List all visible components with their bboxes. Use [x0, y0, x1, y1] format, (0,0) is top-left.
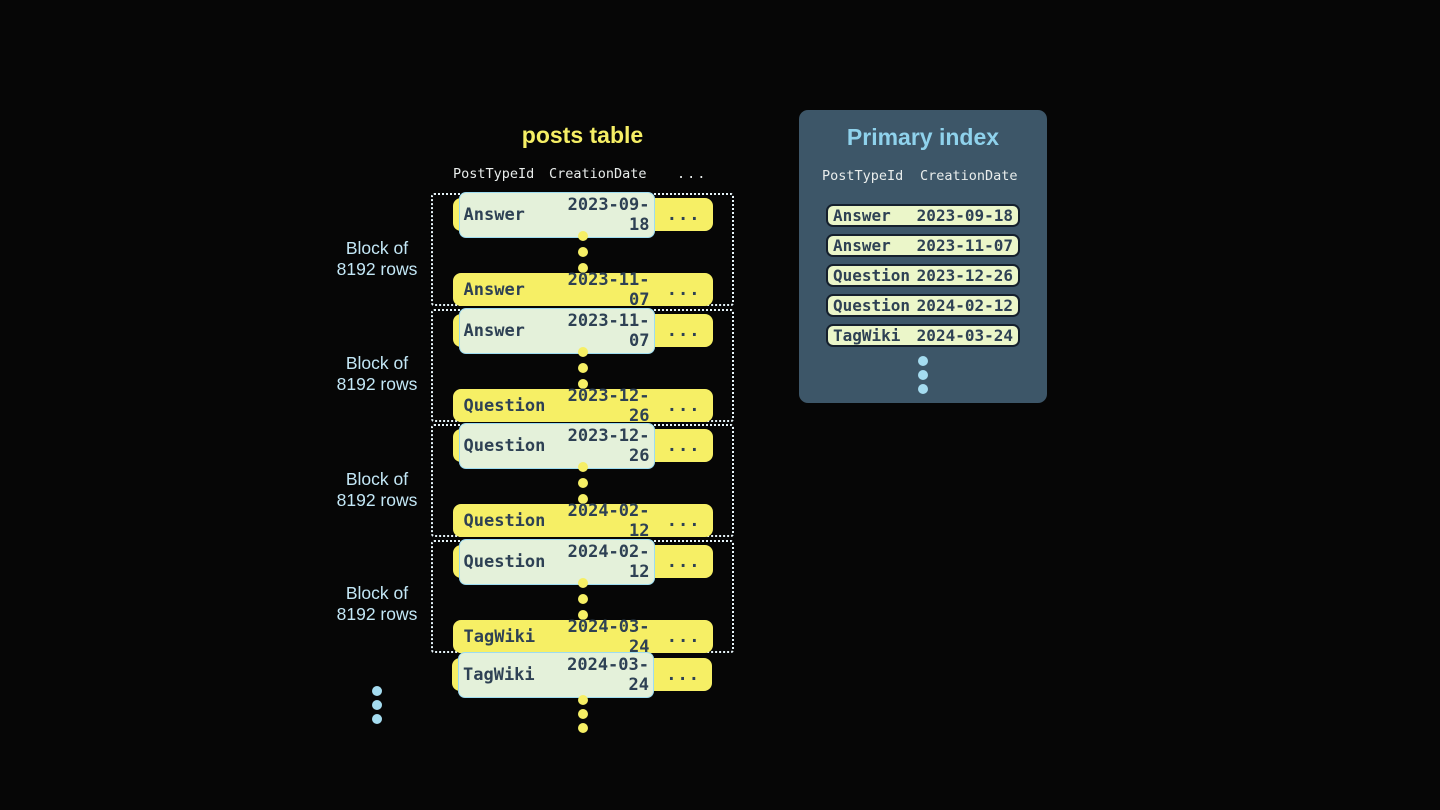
table-row-first: Answer 2023-09-18 ...: [452, 191, 713, 238]
cell-creationdate: 2024-03-24: [916, 326, 1013, 345]
cell-posttypeid: Answer: [833, 206, 891, 225]
cell-more-columns: ...: [666, 551, 701, 572]
cell-posttypeid: Question: [833, 296, 911, 315]
vertical-ellipsis-dots-icon: [799, 356, 1047, 394]
cell-more-columns: ...: [666, 510, 701, 531]
primary-index-title: Primary index: [846, 124, 1000, 150]
cell-creationdate: 2024-03-24: [567, 654, 649, 695]
table-row-last: TagWiki 2024-03-24 ...: [452, 617, 713, 657]
table-row-last: Answer 2023-11-07 ...: [452, 270, 713, 310]
primary-index-rows: Answer 2023-09-18 Answer 2023-11-07 Ques…: [799, 204, 1047, 354]
block-label-1: Block of 8192 rows: [311, 238, 443, 280]
block-label-2: Block of 8192 rows: [311, 353, 443, 395]
more-blocks-ellipsis-icon: [321, 686, 433, 724]
index-entry: Question 2023-12-26: [826, 264, 1020, 287]
cell-creationdate: 2024-02-12: [916, 296, 1013, 315]
index-mark-highlight: Question 2023-12-26: [458, 422, 655, 469]
column-header-posttypeid: PostTypeId: [822, 168, 904, 184]
table-row-first: Answer 2023-11-07 ...: [452, 307, 713, 354]
cell-more-columns: ...: [666, 279, 701, 300]
index-entry: Answer 2023-09-18: [826, 204, 1020, 227]
block-label-line2: 8192 rows: [336, 490, 418, 510]
cell-more-columns: ...: [666, 664, 700, 685]
table-row-last: Question 2024-02-12 ...: [452, 501, 713, 541]
cell-posttypeid: Question: [463, 510, 546, 531]
posts-block-2: Answer 2023-11-07 ... Question 2023-12-2…: [431, 307, 734, 426]
cell-group: Question 2024-02-12: [459, 498, 655, 544]
cell-posttypeid: TagWiki: [463, 664, 535, 685]
cell-group: Question 2023-12-26: [459, 383, 655, 429]
cell-creationdate: 2024-03-24: [567, 616, 650, 657]
block-label-line1: Block of: [345, 583, 409, 603]
posts-block-3: Question 2023-12-26 ... Question 2024-02…: [431, 422, 734, 541]
block-label-line2: 8192 rows: [336, 259, 418, 279]
cell-posttypeid: Answer: [833, 236, 891, 255]
cell-creationdate: 2023-11-07: [567, 269, 650, 310]
block-label-3: Block of 8192 rows: [311, 469, 443, 511]
cell-creationdate: 2024-02-12: [567, 500, 650, 541]
posts-table-column-headers: PostTypeId CreationDate ...: [431, 166, 734, 184]
index-mark-highlight: Question 2024-02-12: [458, 538, 655, 585]
cell-creationdate: 2023-12-26: [567, 425, 650, 466]
cell-creationdate: 2023-12-26: [916, 266, 1013, 285]
cell-posttypeid: TagWiki: [463, 626, 536, 647]
vertical-ellipsis-dots-icon: [431, 695, 734, 733]
index-mark-highlight: Answer 2023-09-18: [458, 191, 655, 238]
posts-block-4: Question 2024-02-12 ... TagWiki 2024-03-…: [431, 538, 734, 657]
column-header-creationdate: CreationDate: [549, 166, 647, 182]
block-label-line2: 8192 rows: [336, 374, 418, 394]
cell-creationdate: 2023-11-07: [916, 236, 1013, 255]
column-header-ellipsis: ...: [677, 166, 708, 182]
block-label-4: Block of 8192 rows: [311, 583, 443, 625]
table-row-first: Question 2023-12-26 ...: [452, 422, 713, 469]
cell-more-columns: ...: [666, 395, 701, 416]
cell-creationdate: 2023-12-26: [567, 385, 650, 426]
primary-index-panel: Primary index PostTypeId CreationDate An…: [799, 110, 1047, 403]
block-label-line1: Block of: [345, 469, 409, 489]
index-entry: Question 2024-02-12: [826, 294, 1020, 317]
block-label-line2: 8192 rows: [336, 604, 418, 624]
index-entry: Answer 2023-11-07: [826, 234, 1020, 257]
block-label-line1: Block of: [345, 238, 409, 258]
vertical-ellipsis-dots-icon: [577, 231, 588, 273]
cell-creationdate: 2024-02-12: [567, 541, 650, 582]
cell-group: Answer 2023-11-07: [459, 267, 655, 313]
cell-creationdate: 2023-09-18: [916, 206, 1013, 225]
cell-more-columns: ...: [666, 435, 701, 456]
posts-table-title: posts table: [521, 122, 644, 148]
block-label-line1: Block of: [345, 353, 409, 373]
cell-posttypeid: Question: [833, 266, 911, 285]
cell-posttypeid: Question: [463, 395, 546, 416]
column-header-creationdate: CreationDate: [920, 168, 1018, 184]
vertical-ellipsis-dots-icon: [577, 462, 588, 504]
cell-posttypeid: Question: [463, 435, 546, 456]
vertical-ellipsis-dots-icon: [577, 347, 588, 389]
cell-creationdate: 2023-11-07: [567, 310, 650, 351]
primary-index-column-headers: PostTypeId CreationDate: [799, 168, 1047, 186]
column-header-posttypeid: PostTypeId: [453, 166, 535, 182]
cell-posttypeid: Question: [463, 551, 546, 572]
cell-posttypeid: Answer: [463, 279, 525, 300]
cell-more-columns: ...: [666, 626, 701, 647]
cell-more-columns: ...: [666, 320, 701, 341]
vertical-ellipsis-dots-icon: [577, 578, 588, 620]
cell-posttypeid: Answer: [463, 204, 525, 225]
posts-block-1: Answer 2023-09-18 ... Answer 2023-11-07 …: [431, 191, 734, 310]
index-mark-highlight: TagWiki 2024-03-24: [458, 651, 654, 698]
table-row-trailing: TagWiki 2024-03-24 ...: [452, 651, 712, 698]
cell-more-columns: ...: [666, 204, 701, 225]
cell-posttypeid: Answer: [463, 320, 525, 341]
cell-posttypeid: TagWiki: [833, 326, 901, 345]
table-row-first: Question 2024-02-12 ...: [452, 538, 713, 585]
index-entry: TagWiki 2024-03-24: [826, 324, 1020, 347]
cell-creationdate: 2023-09-18: [567, 194, 650, 235]
table-row-last: Question 2023-12-26 ...: [452, 386, 713, 426]
index-mark-highlight: Answer 2023-11-07: [458, 307, 655, 354]
